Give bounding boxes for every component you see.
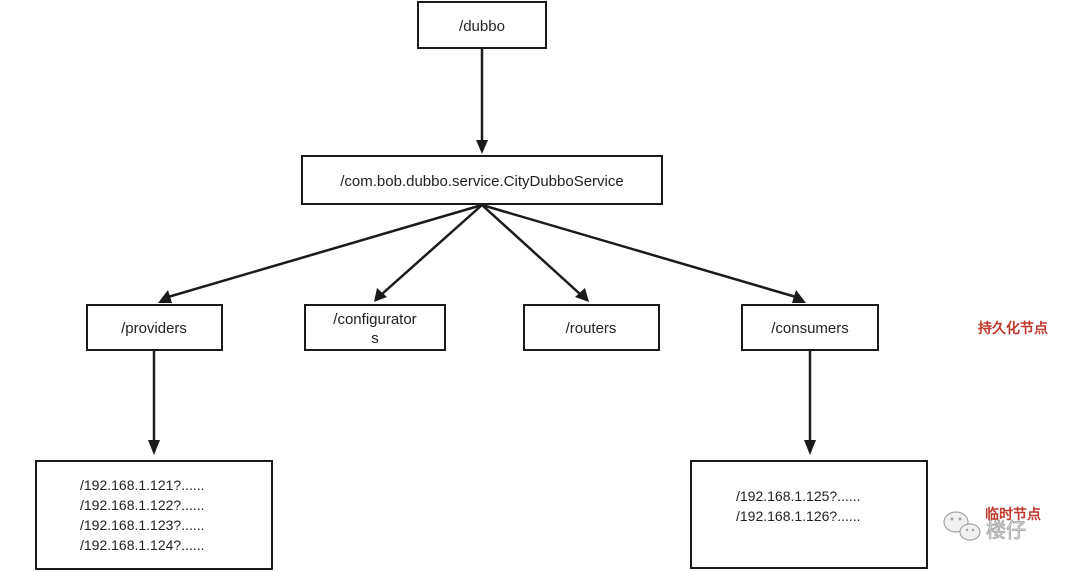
persistent-node-label: 持久化节点: [978, 320, 1048, 337]
edge-service-configurators: [381, 204, 483, 295]
ephemeral-node-label: 临时节点: [985, 506, 1041, 523]
arrowhead-consumer-ips: [804, 440, 816, 455]
edges: [148, 48, 816, 455]
arrowhead-consumers: [792, 290, 806, 303]
arrowhead-routers: [575, 288, 589, 302]
node-consumers-label: /consumers: [771, 320, 849, 337]
provider-ip-1: /192.168.1.121?......: [80, 477, 205, 493]
node-routers: /routers: [523, 304, 660, 351]
arrowhead-configurators: [374, 288, 387, 302]
node-configurators-label-line1: /configurator: [333, 311, 416, 328]
provider-ip-3: /192.168.1.123?......: [80, 517, 205, 533]
arrowhead-service: [476, 140, 488, 154]
node-consumers: /consumers: [741, 304, 879, 351]
provider-ip-4: /192.168.1.124?......: [80, 537, 205, 553]
node-provider-ips: /192.168.1.121?...... /192.168.1.122?...…: [35, 460, 273, 570]
edge-service-routers: [481, 204, 581, 295]
node-consumer-ips: /192.168.1.125?...... /192.168.1.126?...…: [690, 460, 928, 569]
node-configurators: /configurator s: [304, 304, 446, 351]
consumer-ip-2: /192.168.1.126?......: [736, 508, 861, 524]
watermark-text: 楼仔: [986, 518, 1026, 542]
consumer-ip-1: /192.168.1.125?......: [736, 488, 861, 504]
node-providers: /providers: [86, 304, 223, 351]
provider-ip-2: /192.168.1.122?......: [80, 497, 205, 513]
node-dubbo: /dubbo: [417, 1, 547, 49]
edge-service-consumers: [481, 203, 797, 299]
watermark: 楼仔: [943, 511, 1026, 542]
edge-service-providers: [167, 203, 483, 299]
node-service-label: /com.bob.dubbo.service.CityDubboService: [340, 173, 623, 190]
arrowhead-providers: [158, 290, 172, 303]
node-configurators-label-line2: s: [371, 330, 379, 347]
wechat-icon: [943, 511, 981, 541]
arrowhead-provider-ips: [148, 440, 160, 455]
node-dubbo-label: /dubbo: [459, 18, 505, 35]
node-service: /com.bob.dubbo.service.CityDubboService: [301, 155, 663, 205]
node-routers-label: /routers: [566, 320, 617, 337]
node-providers-label: /providers: [121, 320, 187, 337]
